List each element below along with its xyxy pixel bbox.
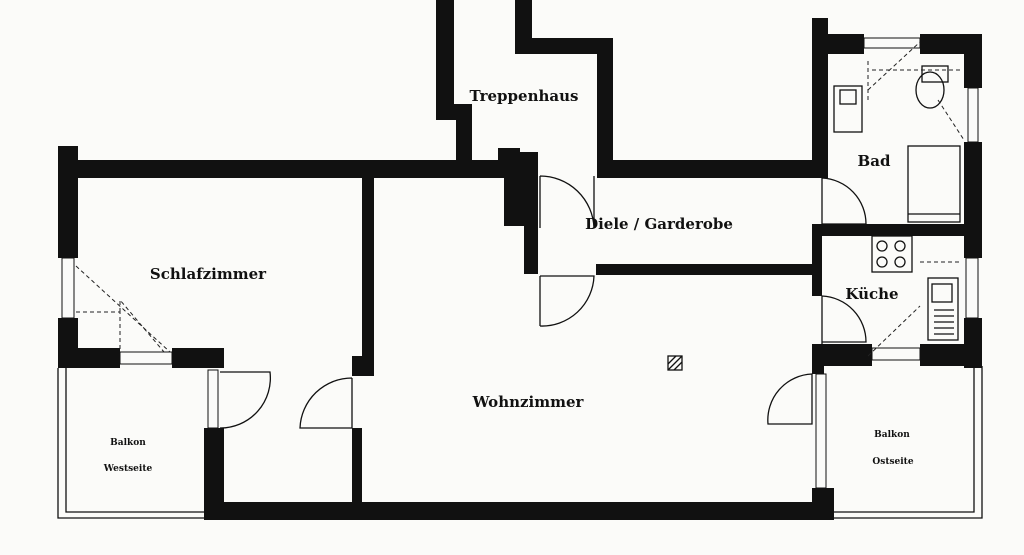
stairwell-walls [436, 0, 613, 162]
wall-bed-living [362, 178, 374, 376]
door-hall-living [539, 275, 595, 327]
wall-stair-right-step [515, 38, 613, 54]
stove-icon [871, 235, 913, 273]
window-bath-east [967, 87, 979, 143]
window-bed-bottom [119, 351, 173, 365]
kitchen-drainboard [934, 309, 954, 335]
balcony-west-inner [65, 368, 204, 513]
label-balkon-west-1: Balkon [110, 438, 146, 448]
wardrobe-dashes [75, 265, 171, 353]
door-swings [219, 175, 867, 429]
door-bed-balcony [219, 371, 272, 429]
balcony-east-outline [834, 366, 983, 519]
window-bath-top [863, 37, 921, 49]
label-treppenhaus: Treppenhaus [470, 87, 579, 105]
balcony-west-outline [57, 368, 204, 519]
wall-stair-left [436, 0, 454, 120]
wall-stair-right [597, 38, 613, 162]
wall-kitchen-bottom [812, 344, 872, 366]
label-diele: Diele / Garderobe [585, 215, 733, 233]
wall-hall-stub [524, 226, 538, 274]
wall-stair-left-lower [456, 104, 472, 162]
window-bed-balcony-door [207, 369, 219, 429]
label-balkon-ost-1: Balkon [874, 430, 910, 440]
kitchen-fixtures [867, 235, 960, 357]
living-fixtures [667, 355, 683, 371]
bath-fixtures [833, 41, 965, 223]
label-bad: Bad [858, 152, 891, 170]
wall-living-east-lower [812, 488, 834, 520]
kitchen-sink-icon [927, 277, 959, 341]
wall-bath-east-mid [964, 142, 982, 258]
bedroom-fixtures [75, 265, 171, 353]
window-kitchen-bottom [871, 347, 921, 361]
room-labels: Treppenhaus Bad Diele / Garderobe Schlaf… [103, 87, 914, 474]
door-entry [539, 175, 595, 229]
main-walls [58, 18, 982, 520]
window-living-east-door [815, 373, 827, 489]
balcony-east-inner [834, 366, 975, 513]
bathtub-icon [907, 145, 961, 223]
kitchen-sink-basin [931, 283, 953, 303]
wall-bath-west-upper [812, 18, 828, 178]
wall-top-left [58, 160, 504, 178]
stove-burner-2 [894, 240, 906, 252]
wall-west-upper [58, 146, 78, 258]
wall-living-east [812, 366, 824, 374]
label-balkon-ost-2: Ostseite [872, 457, 913, 467]
label-schlafzimmer: Schlafzimmer [150, 265, 267, 283]
stove-burner-1 [876, 240, 888, 252]
wall-bed-bottom-right [172, 348, 224, 368]
door-living-east [767, 373, 813, 425]
wall-hall-bottom [596, 264, 812, 275]
wall-bed-bottom-left [58, 348, 120, 368]
wall-bed-living-jamb [352, 356, 370, 376]
wall-kitchen-west [812, 236, 822, 296]
window-bed-west [61, 257, 75, 319]
label-kueche: Küche [845, 285, 898, 303]
wall-bath-top-left [812, 34, 864, 54]
toilet-icon [915, 71, 945, 109]
label-wohnzimmer: Wohnzimmer [472, 393, 585, 411]
wall-top-right [597, 160, 819, 178]
stove-burner-4 [894, 256, 906, 268]
bath-fixture-dashes [867, 41, 965, 141]
stove-burner-3 [876, 256, 888, 268]
wall-bath-bottom [812, 224, 982, 236]
door-bed-living [299, 377, 353, 429]
door-bath [821, 177, 867, 225]
balconies [57, 366, 983, 519]
kitchen-counter-dashes [867, 261, 960, 357]
sink-basin-icon [839, 89, 857, 105]
wall-bed-living-lower [352, 428, 362, 504]
label-balkon-west-2: Westseite [103, 464, 153, 474]
door-kitchen [821, 295, 867, 344]
wall-bottom [204, 502, 834, 520]
chimney-hatch [667, 355, 683, 371]
chimney-icon [667, 355, 683, 371]
window-kitchen-east [965, 257, 979, 319]
wall-bath-east [964, 34, 982, 88]
wall-kitchen-bottom-right [920, 344, 982, 366]
toilet-tank-icon [921, 65, 949, 83]
wall-hall-column [504, 152, 538, 226]
wall-bed-balcony [204, 428, 224, 520]
sink-icon [833, 85, 863, 133]
windows [61, 37, 979, 489]
